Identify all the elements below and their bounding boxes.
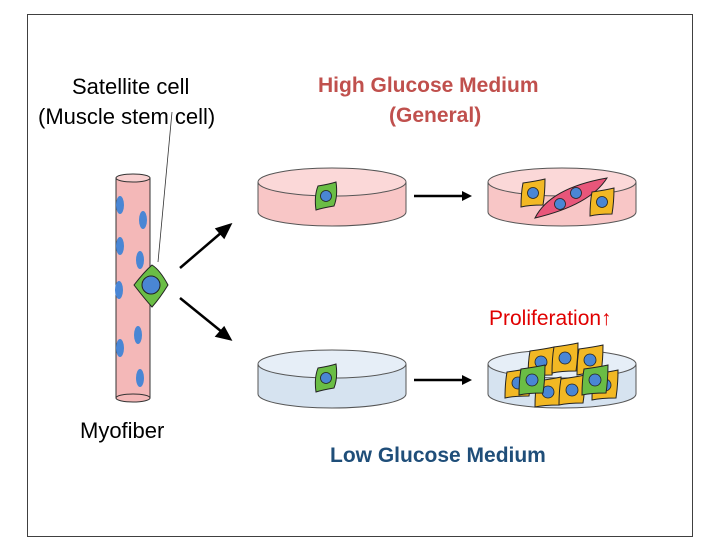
arrow-head bbox=[214, 325, 233, 341]
arrow-high-progress bbox=[414, 191, 472, 201]
arrow-low-progress bbox=[414, 375, 472, 385]
proliferation-label: Proliferation↑ bbox=[489, 307, 612, 330]
high-glucose-subtitle: (General) bbox=[389, 104, 482, 127]
myofiber-nuclei bbox=[115, 196, 147, 387]
satellite-pointer-line bbox=[157, 111, 173, 263]
proliferated-cells bbox=[504, 342, 619, 408]
low-glucose-title: Low Glucose Medium bbox=[330, 444, 546, 467]
myotube bbox=[534, 177, 609, 219]
high-dish-start bbox=[257, 167, 407, 227]
arrow-to-low bbox=[179, 297, 223, 333]
satellite-label-line1: Satellite cell bbox=[72, 74, 190, 99]
high-glucose-title: High Glucose Medium bbox=[318, 74, 539, 97]
low-dish-start bbox=[257, 349, 407, 409]
arrow-to-high bbox=[179, 231, 223, 269]
proliferated-cell bbox=[558, 374, 586, 406]
myofiber-label: Myofiber bbox=[80, 418, 165, 443]
myofiber bbox=[115, 173, 151, 403]
satellite-cell bbox=[518, 364, 546, 396]
satellite-label-line2: (Muscle stem cell) bbox=[38, 104, 216, 129]
arrow-head bbox=[214, 222, 233, 240]
high-dish-result bbox=[487, 167, 637, 227]
satellite-cell bbox=[133, 264, 169, 308]
proliferated-cell bbox=[551, 342, 579, 374]
satellite-cell bbox=[581, 364, 609, 396]
low-dish-result bbox=[487, 342, 637, 409]
